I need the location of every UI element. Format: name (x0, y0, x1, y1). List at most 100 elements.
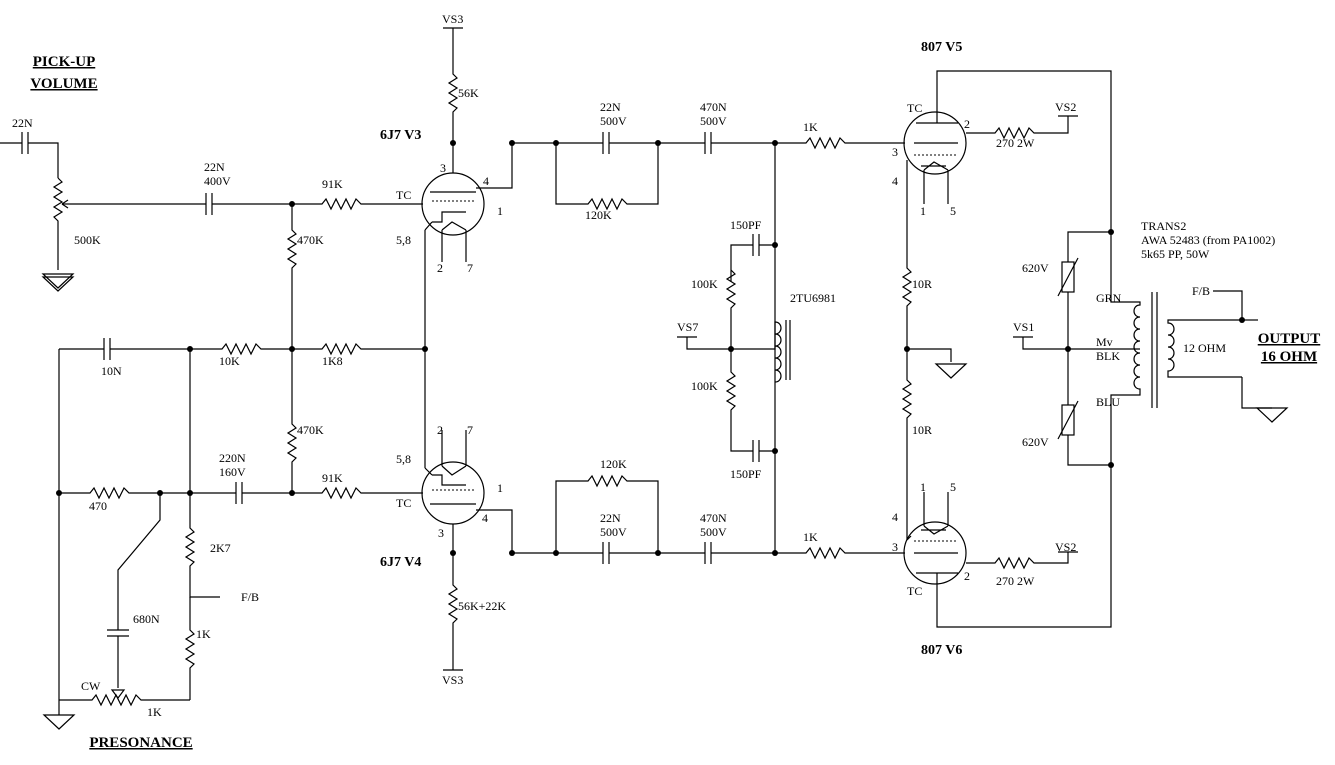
ground-icon-output-stage (934, 363, 968, 379)
v5-label: 807 V5 (921, 40, 962, 55)
wiper-arrow-icon (110, 689, 126, 699)
vs3-bot-label: VS3 (442, 673, 463, 687)
r-470-label: 470 (89, 499, 107, 513)
c-cpl-bot-label2: 500V (600, 525, 627, 539)
title-output-ohm: 16 OHM (1261, 349, 1317, 365)
ground-icon-input (41, 276, 75, 292)
c-cpl-top-label1: 22N (600, 100, 621, 114)
c-220n-label2: 160V (219, 465, 246, 479)
cw-label: CW (81, 679, 101, 693)
title-output: OUTPUT (1258, 331, 1321, 347)
c-150pf-top-label: 150PF (730, 218, 762, 232)
tube-v6: 1 5 3 4 2 TC 807 V6 VS2 270 2W (892, 465, 1112, 658)
fb-in-label: F/B (241, 590, 259, 604)
c-in2-label2: 400V (204, 174, 231, 188)
trans-label2: AWA 52483 (from PA1002) (1141, 233, 1275, 247)
v4-pin2: 2 (437, 423, 443, 437)
blu-label: BLU (1096, 395, 1120, 409)
r-10r-top-label: 10R (912, 277, 932, 291)
input-section: PICK-UP VOLUME 22N 500K 22N 400V (0, 54, 292, 292)
r-bias-top-label: 470K (297, 233, 324, 247)
volume-pot (52, 177, 64, 270)
v5-pin1: 1 (920, 204, 926, 218)
mov-bot-label: 620V (1022, 435, 1049, 449)
tube-v3: 2 7 3 4 1 TC 5,8 6J7 V3 (380, 128, 513, 275)
v4-pin7: 7 (467, 423, 473, 437)
v4-pin1: 1 (497, 481, 503, 495)
v6-pin3: 3 (892, 540, 898, 554)
title-volume: VOLUME (30, 76, 97, 92)
r-100k-bot-label: 100K (691, 379, 718, 393)
c-cpl-bot2-label2: 500V (700, 525, 727, 539)
c-cpl-top-label2: 500V (600, 114, 627, 128)
c-cpl-top2-label1: 470N (700, 100, 727, 114)
r-120k-top-label: 120K (585, 208, 612, 222)
r-10k-label: 10K (219, 354, 240, 368)
trans-label1: TRANS2 (1141, 219, 1186, 233)
choke-label: 2TU6981 (790, 291, 836, 305)
primary-coil (1110, 232, 1141, 465)
trans-label3: 5k65 PP, 50W (1141, 247, 1210, 261)
grid-network: 91K 470K 10N 10K 1K8 470K 470 220N 160V … (42, 177, 428, 751)
v6-pin2: 2 (964, 569, 970, 583)
grn-label: GRN (1096, 291, 1122, 305)
r-plate-top-label: 56K (458, 86, 479, 100)
v3-pin4: 4 (483, 174, 489, 188)
r-screen-top-label: 270 2W (996, 136, 1035, 150)
sec-label: 12 OHM (1183, 341, 1226, 355)
r-screen-bot-label: 270 2W (996, 574, 1035, 588)
secondary-coil (1167, 319, 1242, 378)
tube-v5: 1 5 3 4 2 TC 807 V5 VS2 270 2W 10R (892, 40, 1112, 349)
coupling-bottom: 22N 500V 120K 470N 500V 1K (512, 457, 905, 564)
ground-icon-presonance (42, 714, 76, 730)
r-bias-bot-label: 470K (297, 423, 324, 437)
v3-label: 6J7 V3 (380, 128, 421, 143)
v6-pin5: 5 (950, 480, 956, 494)
r-120k-bot-label: 120K (600, 457, 627, 471)
title-pickup: PICK-UP (33, 54, 96, 70)
bias-network: 150PF 100K VS7 100K 150PF 2TU6981 (677, 143, 836, 553)
coupling-top: 22N 500V 120K 470N 500V 1K (512, 100, 905, 222)
v4-pin58: 5,8 (396, 452, 411, 466)
vs1-label: VS1 (1013, 320, 1034, 334)
c-in2-label1: 22N (204, 160, 225, 174)
v3-pin7: 7 (467, 261, 473, 275)
v6-tc: TC (907, 584, 922, 598)
r-1k-top-label: 1K (803, 120, 818, 134)
v5-pin5: 5 (950, 204, 956, 218)
vs2-bot-label: VS2 (1055, 540, 1076, 554)
c-150pf-bot-label: 150PF (730, 467, 762, 481)
v4-label: 6J7 V4 (380, 555, 421, 570)
v5-pin3: 3 (892, 145, 898, 159)
r-2k7-label: 2K7 (210, 541, 231, 555)
v3-pin2: 2 (437, 261, 443, 275)
c-cpl-bot2-label1: 470N (700, 511, 727, 525)
r-plate-bot-label: 56K+22K (458, 599, 506, 613)
c-10n-label: 10N (101, 364, 122, 378)
fb-out-label: F/B (1192, 284, 1210, 298)
choke-coil (731, 321, 782, 383)
mov-top-label: 620V (1022, 261, 1049, 275)
r-1k-bot-label: 1K (803, 530, 818, 544)
title-presonance: PRESONANCE (89, 735, 192, 751)
v6-pin1: 1 (920, 480, 926, 494)
v3-pin58: 5,8 (396, 233, 411, 247)
r-g-bot-label: 91K (322, 471, 343, 485)
output-transformer: 620V 620V VS1 GRN Mv BLK BLU 12 OHM F/B … (1013, 219, 1320, 468)
v5-pin2: 2 (964, 117, 970, 131)
r-g-top-label: 91K (322, 177, 343, 191)
mv-label: Mv (1096, 335, 1113, 349)
blk-label: BLK (1096, 349, 1120, 363)
c-in-label: 22N (12, 116, 33, 130)
v4-tc: TC (396, 496, 411, 510)
c-cpl-bot-label1: 22N (600, 511, 621, 525)
v3-pin1: 1 (497, 204, 503, 218)
v3-tc: TC (396, 188, 411, 202)
r-1k-fb-label: 1K (196, 627, 211, 641)
screen-center: 10R (901, 346, 968, 540)
ground-icon-output (1255, 407, 1289, 423)
v4-pin4: 4 (482, 511, 488, 525)
v6-label: 807 V6 (921, 643, 962, 658)
c-680n-label: 680N (133, 612, 160, 626)
